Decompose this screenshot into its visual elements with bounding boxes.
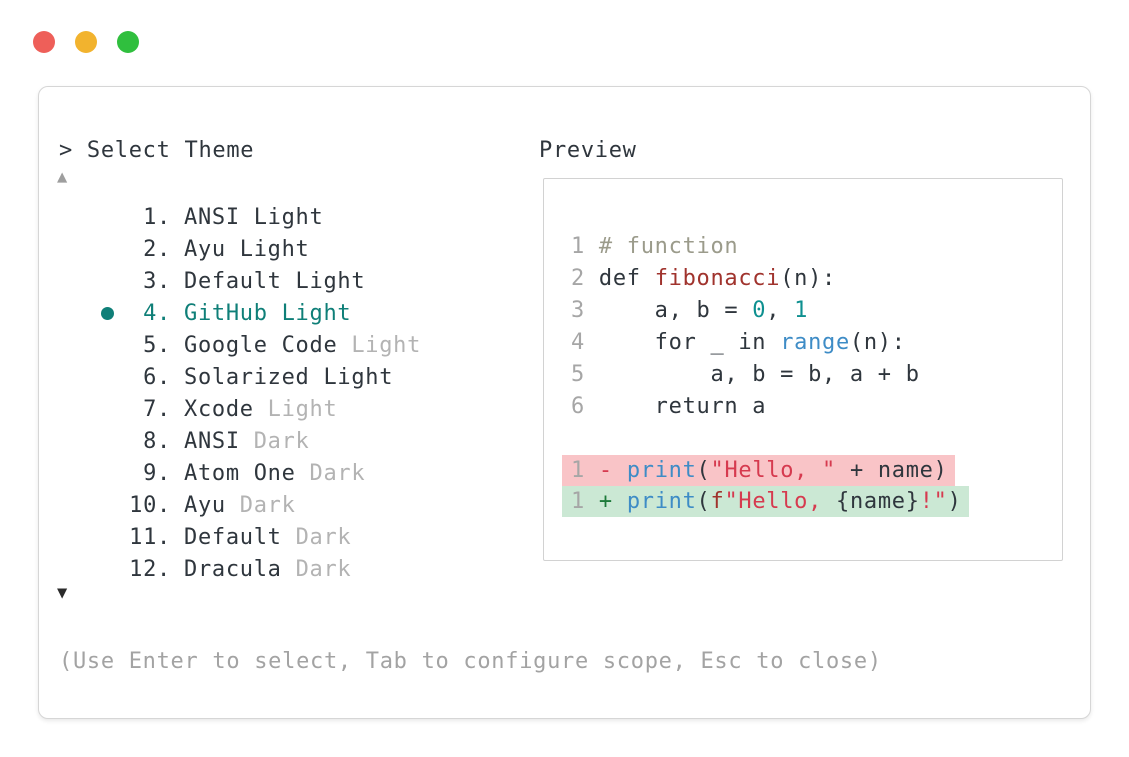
theme-name: Ayu Dark	[184, 492, 296, 518]
scroll-down-icon[interactable]: ▼	[57, 583, 68, 603]
theme-list-item[interactable]: 11. Default Dark	[95, 521, 525, 553]
theme-number: 4.	[143, 300, 171, 326]
code-line: 3 a, b = 0, 1	[571, 298, 809, 323]
theme-list-item[interactable]: 4. GitHub Light	[95, 297, 525, 329]
theme-list-item[interactable]: 9. Atom One Dark	[95, 457, 525, 489]
code-line: 6 return a	[571, 394, 767, 419]
code-line: 1 # function	[571, 234, 739, 259]
theme-number: 8.	[143, 428, 171, 454]
theme-list: 1. ANSI Light 2. Ayu Light 3. Default Light 4.…	[95, 201, 525, 585]
minimize-button[interactable]	[75, 31, 97, 53]
diff-addition-line: 1 + print(f"Hello, {name}!")	[562, 486, 969, 517]
theme-picker-dialog: > Select Theme ▲ 1. ANSI Light 2. Ayu Light…	[38, 86, 1091, 719]
theme-list-item[interactable]: 2. Ayu Light	[95, 233, 525, 265]
theme-number: 2.	[143, 236, 171, 262]
theme-list-item[interactable]: 5. Google Code Light	[95, 329, 525, 361]
theme-list-item[interactable]: 10. Ayu Dark	[95, 489, 525, 521]
blank-line	[544, 423, 1062, 455]
theme-number: 12.	[129, 556, 171, 582]
code-preview-pane: 1 # function 2 def fibonacci(n): 3 a, b = …	[543, 178, 1063, 561]
theme-list-item[interactable]: 3. Default Light	[95, 265, 525, 297]
code-block: 1 # function 2 def fibonacci(n): 3 a, b = …	[544, 231, 1062, 517]
theme-name: Solarized Light	[184, 364, 394, 390]
scroll-up-icon[interactable]: ▲	[57, 167, 68, 187]
selected-bullet-icon	[95, 306, 125, 320]
theme-variant-label: Dark	[225, 492, 296, 518]
theme-name: Atom One Dark	[184, 460, 366, 486]
theme-name: Ayu Light	[184, 236, 310, 262]
theme-variant-label: Dark	[281, 524, 352, 550]
diff-row: 1 - print("Hello, " + name)	[544, 455, 1062, 486]
theme-number: 5.	[143, 332, 171, 358]
theme-name: ANSI Dark	[184, 428, 310, 454]
theme-number: 6.	[143, 364, 171, 390]
theme-number: 1.	[143, 204, 171, 230]
theme-variant-label: Light	[337, 332, 422, 358]
theme-list-item[interactable]: 8. ANSI Dark	[95, 425, 525, 457]
theme-name: Default Light	[184, 268, 366, 294]
theme-list-item[interactable]: 7. Xcode Light	[95, 393, 525, 425]
keyboard-hint: (Use Enter to select, Tab to configure s…	[59, 649, 882, 674]
theme-number: 3.	[143, 268, 171, 294]
diff-deletion-line: 1 - print("Hello, " + name)	[562, 455, 955, 486]
theme-number: 10.	[129, 492, 171, 518]
theme-name: Xcode Light	[184, 396, 338, 422]
code-line: 4 for _ in range(n):	[571, 330, 906, 355]
preview-title: Preview	[539, 138, 637, 163]
zoom-button[interactable]	[117, 31, 139, 53]
theme-variant-label: Light	[253, 396, 338, 422]
diff-row: 1 + print(f"Hello, {name}!")	[544, 486, 1062, 517]
theme-number: 11.	[129, 524, 171, 550]
close-button[interactable]	[33, 31, 55, 53]
code-line: 5 a, b = b, a + b	[571, 362, 920, 387]
theme-name: Google Code Light	[184, 332, 422, 358]
theme-name: GitHub Light	[184, 300, 352, 326]
theme-name: Dracula Dark	[184, 556, 352, 582]
dialog-title: > Select Theme	[59, 138, 255, 163]
theme-list-item[interactable]: 6. Solarized Light	[95, 361, 525, 393]
theme-number: 7.	[143, 396, 171, 422]
code-line: 2 def fibonacci(n):	[571, 266, 836, 291]
theme-variant-label: Dark	[239, 428, 310, 454]
theme-number: 9.	[143, 460, 171, 486]
theme-list-item[interactable]: 1. ANSI Light	[95, 201, 525, 233]
theme-name: ANSI Light	[184, 204, 324, 230]
theme-name: Default Dark	[184, 524, 352, 550]
theme-variant-label: Dark	[281, 556, 352, 582]
window-controls	[33, 31, 139, 53]
theme-list-item[interactable]: 12. Dracula Dark	[95, 553, 525, 585]
theme-variant-label: Dark	[295, 460, 366, 486]
